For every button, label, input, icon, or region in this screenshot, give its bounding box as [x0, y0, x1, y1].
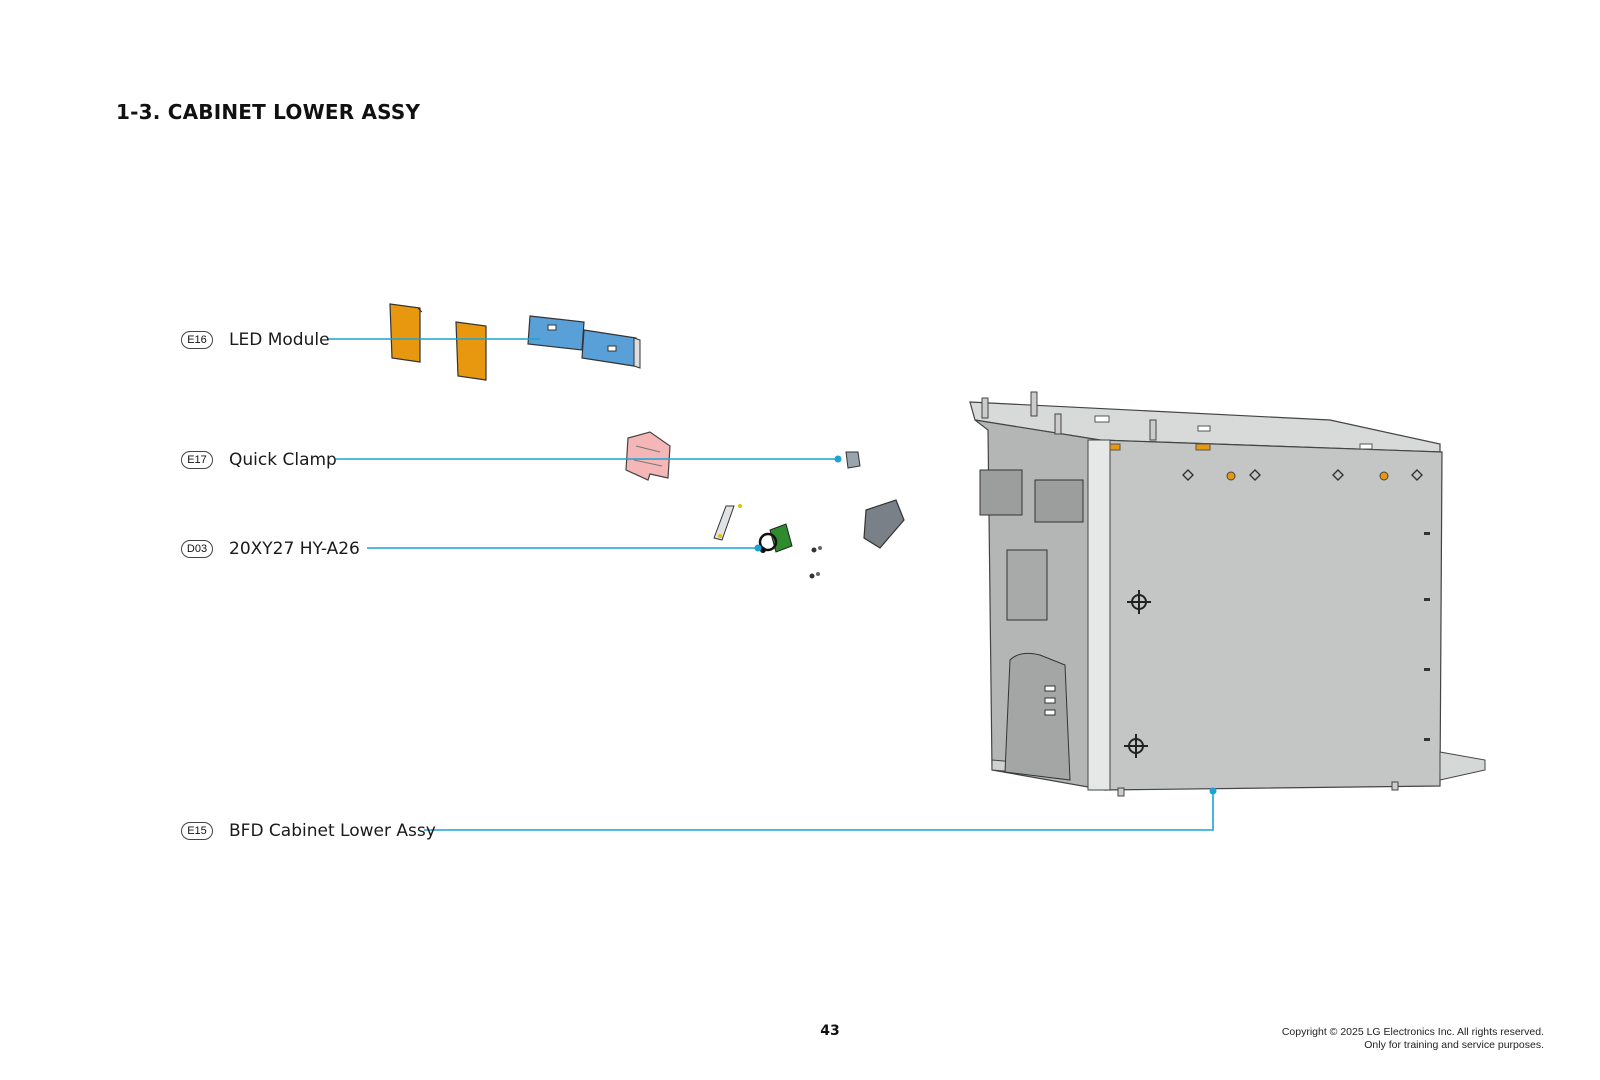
part-label-hy-a26: 20XY27 HY-A26	[229, 539, 360, 559]
part-code-badge: D03	[181, 540, 213, 558]
part-code-badge: E15	[181, 822, 213, 840]
part-label-quick-clamp: Quick Clamp	[229, 450, 337, 470]
hy-a26-part-drawing	[713, 504, 822, 579]
part-code-badge: E17	[181, 451, 213, 469]
led-module-drawing	[389, 303, 641, 381]
part-code-badge: E16	[181, 331, 213, 349]
leader-line-e15	[424, 791, 1214, 831]
cabinet-lower-assy-drawing	[969, 391, 1486, 797]
copyright-line: Copyright © 2025 LG Electronics Inc. All…	[1281, 1026, 1544, 1038]
page-number: 43	[820, 1023, 840, 1039]
part-label-cabinet-lower-assy: BFD Cabinet Lower Assy	[229, 821, 436, 841]
quick-clamp-drawing	[625, 431, 905, 549]
section-title: 1-3. CABINET LOWER ASSY	[116, 100, 421, 124]
copyright-notice: Copyright © 2025 LG Electronics Inc. All…	[1282, 1026, 1544, 1052]
copyright-usage-line: Only for training and service purposes.	[1364, 1039, 1544, 1051]
part-label-led-module: LED Module	[229, 330, 330, 350]
